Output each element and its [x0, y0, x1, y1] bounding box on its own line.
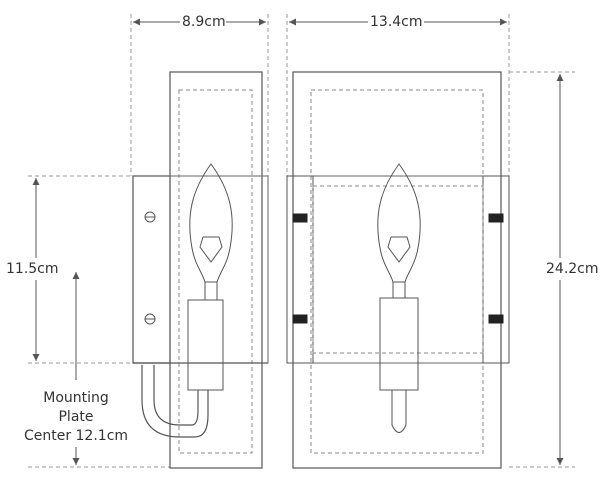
front-shade-inner: [310, 89, 484, 454]
front-bulb-icon: [377, 163, 421, 283]
mounting-center-label: Mounting Plate Center 12.1cm: [14, 389, 138, 446]
extension-lines: [28, 14, 575, 468]
side-wall-plate: [132, 175, 171, 364]
side-arm: [141, 365, 209, 438]
mounting-line-1: Mounting: [43, 390, 109, 406]
bracket-icon: [292, 213, 504, 324]
front-left-plate: [286, 175, 314, 364]
side-bulb-icon: [189, 163, 233, 283]
dimension-arrows: [32, 18, 564, 465]
side-candle-sleeve: [187, 299, 224, 391]
side-shade-inner: [178, 89, 253, 454]
front-shade-outline: [292, 71, 502, 469]
side-view: [132, 71, 269, 469]
front-backplate: [286, 175, 510, 364]
front-right-plate: [482, 175, 510, 364]
front-candle-sleeve: [379, 297, 419, 391]
side-backplate: [169, 175, 269, 364]
plate-height-label: 11.5cm: [6, 261, 59, 277]
front-width-label: 13.4cm: [370, 14, 423, 30]
mounting-line-3: Center 12.1cm: [23, 428, 129, 444]
mounting-line-2: Plate: [58, 409, 94, 425]
side-shade-outline: [169, 71, 263, 469]
total-height-label: 24.2cm: [546, 261, 599, 277]
side-width-label: 8.9cm: [182, 14, 226, 30]
front-view: [286, 71, 510, 469]
screw-icon: [144, 313, 156, 325]
screw-icon: [144, 211, 156, 223]
